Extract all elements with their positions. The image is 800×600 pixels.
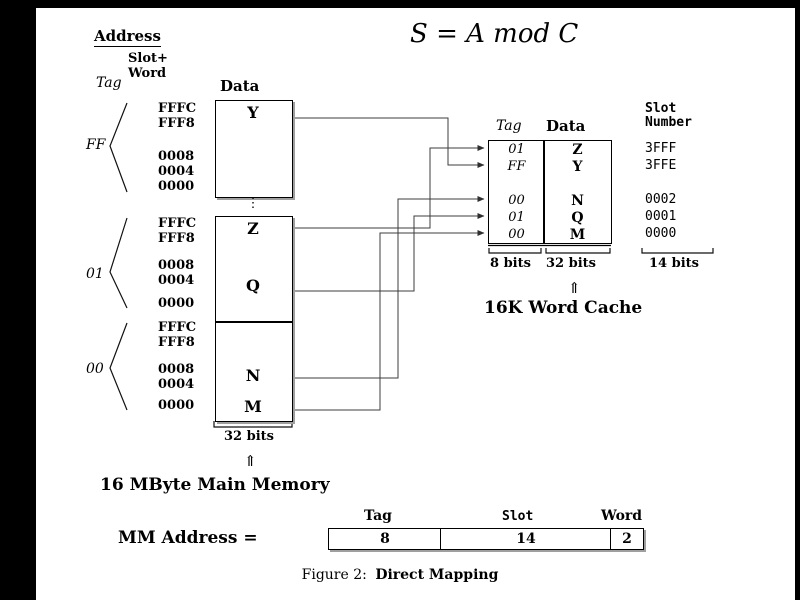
cache-table: 01 Z FF Y 00 N 01 Q 00 M <box>488 140 612 244</box>
cache-row-data: N <box>571 192 584 209</box>
memory-block-00 <box>215 322 293 422</box>
address-value: 0004 <box>158 377 195 392</box>
memory-width-label: 32 bits <box>224 429 274 444</box>
mm-field-word-bits: 2 <box>610 528 644 550</box>
slot-number: 0001 <box>645 209 677 224</box>
cache-data-header: Data <box>546 117 586 135</box>
cache-row: FF Y <box>489 158 611 175</box>
mapping-formula: S = A mod C <box>410 19 579 49</box>
address-value: 0004 <box>158 273 195 288</box>
memory-word-z: Z <box>247 219 259 238</box>
cache-row: 00 N <box>489 192 611 209</box>
mm-field-tag-bits: 8 <box>328 528 442 550</box>
cache-data-width-label: 32 bits <box>546 256 596 271</box>
bracket-slot-14bits <box>641 248 714 254</box>
cache-tag-header: Tag <box>496 118 522 134</box>
memory-tag-ff: FF <box>86 137 106 153</box>
arrow-block-z-to-cache <box>292 145 485 229</box>
cache-row-data: Z <box>572 141 583 158</box>
bracket-cache-32bits <box>545 248 611 254</box>
arrow-block-y-to-cache <box>292 117 485 168</box>
tag-column-label: Tag <box>96 75 122 91</box>
slot-word-label-line2: Word <box>128 66 167 81</box>
cache-row-data: Y <box>572 158 583 175</box>
slot-word-label-line1: Slot+ <box>128 51 168 66</box>
slot-number: 3FFE <box>645 158 677 173</box>
main-memory-data-label: Data <box>220 77 260 95</box>
mm-address-label: MM Address = <box>118 528 258 548</box>
left-black-bar <box>0 0 36 600</box>
memory-tag-01: 01 <box>86 266 104 282</box>
slot-number-header-line1: Slot <box>645 101 677 116</box>
cache-row-tag: 00 <box>508 227 525 242</box>
slot-width-label: 14 bits <box>649 256 699 271</box>
address-value: 0004 <box>158 164 195 179</box>
mm-field-slot-bits: 14 <box>440 528 612 550</box>
ellipsis: ⋮ <box>246 196 260 211</box>
cache-row-tag: FF <box>507 159 526 174</box>
cache-tag-width-label: 8 bits <box>490 256 531 271</box>
memory-word-q: Q <box>246 276 260 295</box>
address-value: 0008 <box>158 149 195 164</box>
memory-block-ff <box>215 100 293 198</box>
arrow-block-m-to-cache <box>292 230 485 411</box>
slot-number: 0002 <box>645 192 677 207</box>
address-value: 0008 <box>158 362 195 377</box>
address-value: FFF8 <box>158 116 195 131</box>
cache-row-data: Q <box>571 209 584 226</box>
mm-field-name-word: Word <box>601 508 643 524</box>
slot-number-header-line2: Number <box>645 115 692 130</box>
right-black-bar <box>795 0 800 600</box>
mm-field-name-slot: Slot <box>502 509 534 524</box>
memory-word-m: M <box>244 397 262 416</box>
cache-row-empty <box>489 175 611 192</box>
cache-row-data: M <box>569 226 586 243</box>
figure-caption: Figure 2: Direct Mapping <box>250 567 550 584</box>
cache-column-divider <box>543 141 545 243</box>
address-value: FFFC <box>158 320 197 335</box>
memory-word-y: Y <box>247 103 259 122</box>
memory-word-n: N <box>245 366 261 385</box>
cache-up-arrow-icon: ⇑ <box>568 279 581 297</box>
cache-caption: 16K Word Cache <box>484 298 643 318</box>
memory-up-arrow-icon: ⇑ <box>244 452 257 470</box>
address-value: FFFC <box>158 101 197 116</box>
address-label: Address <box>94 27 161 47</box>
bracket-cache-8bits <box>488 248 542 254</box>
cache-row: 01 Z <box>489 141 611 158</box>
cache-row-tag: 00 <box>508 193 525 208</box>
arrow-block-n-to-cache <box>292 196 485 379</box>
cache-row-tag: 01 <box>508 142 525 157</box>
address-value: 0008 <box>158 258 195 273</box>
arrow-block-q-to-cache <box>292 213 485 292</box>
figure-caption-title: Direct Mapping <box>375 567 499 583</box>
address-value: FFFC <box>158 216 197 231</box>
memory-block-01 <box>215 216 293 322</box>
address-value: 0000 <box>158 179 195 194</box>
address-value: 0000 <box>158 398 195 413</box>
slot-number: 0000 <box>645 226 677 241</box>
address-value: FFF8 <box>158 231 195 246</box>
main-memory-caption: 16 MByte Main Memory <box>100 475 330 495</box>
cache-row: 01 Q <box>489 209 611 226</box>
address-value: FFF8 <box>158 335 195 350</box>
brace-tag-01 <box>109 217 128 309</box>
top-black-bar <box>0 0 800 8</box>
cache-row: 00 M <box>489 226 611 243</box>
address-value: 0000 <box>158 296 195 311</box>
cache-row-tag: 01 <box>508 210 525 225</box>
memory-tag-00: 00 <box>86 361 104 377</box>
mm-field-name-tag: Tag <box>364 508 392 524</box>
slot-number: 3FFF <box>645 141 677 156</box>
figure-caption-prefix: Figure 2: <box>301 567 367 583</box>
